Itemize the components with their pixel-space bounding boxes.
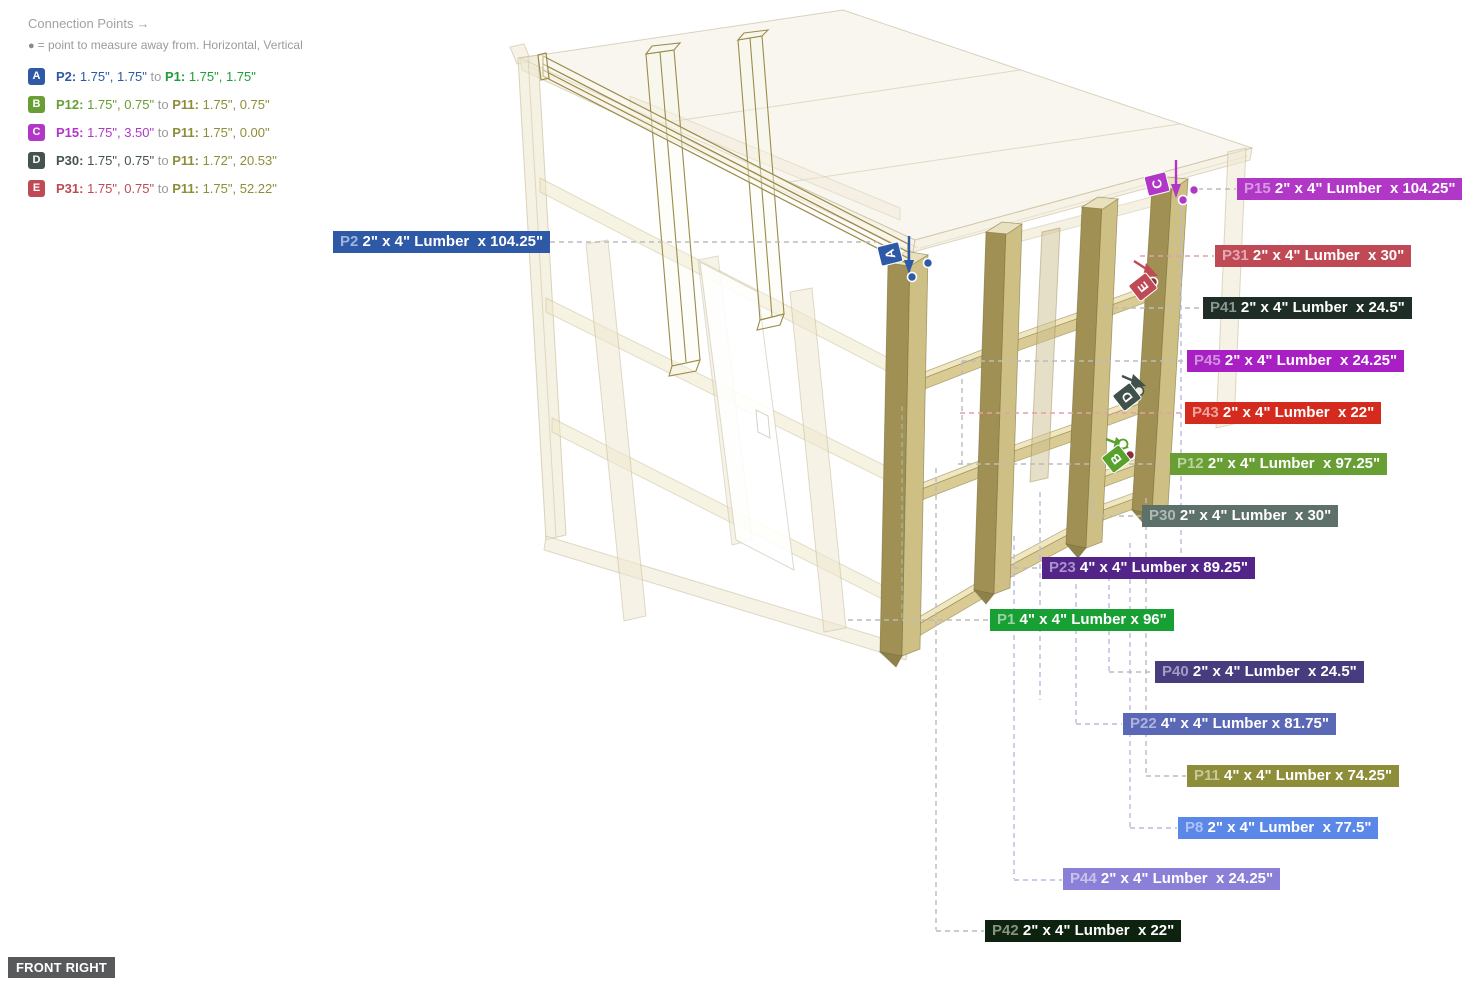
- part-spec: 2" x 4" Lumber x 97.25": [1207, 455, 1381, 472]
- part-label-P41[interactable]: P41 2" x 4" Lumber x 24.5": [1203, 297, 1412, 319]
- part-label-P44[interactable]: P44 2" x 4" Lumber x 24.25": [1063, 868, 1281, 890]
- part-spec: 4" x 4" Lumber x 96": [1019, 611, 1167, 628]
- marker-c-arrow: [1171, 160, 1200, 206]
- part-label-P1[interactable]: P1 4" x 4" Lumber x 96": [990, 609, 1174, 631]
- part-id: P40: [1162, 663, 1193, 680]
- part-label-P40[interactable]: P40 2" x 4" Lumber x 24.5": [1155, 661, 1364, 683]
- legend-title: Connection Points→: [28, 16, 150, 31]
- part-id: P42: [992, 922, 1023, 939]
- part-id: P41: [1210, 299, 1241, 316]
- part-spec: 4" x 4" Lumber x 74.25": [1224, 767, 1393, 784]
- part-id: P11: [1194, 767, 1225, 784]
- part-id: P23: [1049, 559, 1080, 576]
- connection-marker-A[interactable]: A: [876, 241, 904, 267]
- part-spec: 2" x 4" Lumber x 30": [1252, 247, 1405, 264]
- part-id: P12: [1177, 455, 1208, 472]
- part-spec: 2" x 4" Lumber x 30": [1179, 507, 1332, 524]
- part-id: P22: [1130, 715, 1161, 732]
- part-spec: 2" x 4" Lumber x 24.25": [1224, 352, 1398, 369]
- part-label-P2[interactable]: P2 2" x 4" Lumber x 104.25": [333, 231, 551, 253]
- part-spec: 2" x 4" Lumber x 22": [1022, 922, 1175, 939]
- part-id: P44: [1070, 870, 1101, 887]
- part-spec: 4" x 4" Lumber x 81.75": [1160, 715, 1329, 732]
- part-id: P15: [1244, 180, 1275, 197]
- part-id: P43: [1192, 404, 1223, 421]
- part-label-P15[interactable]: P15 2" x 4" Lumber x 104.25": [1237, 178, 1463, 200]
- part-spec: 2" x 4" Lumber x 24.25": [1100, 870, 1274, 887]
- part-label-P12[interactable]: P12 2" x 4" Lumber x 97.25": [1170, 453, 1388, 475]
- part-spec: 2" x 4" Lumber x 104.25": [362, 233, 544, 250]
- part-spec: 2" x 4" Lumber x 104.25": [1274, 180, 1456, 197]
- right-arrow-icon: →: [136, 16, 150, 31]
- part-label-P30[interactable]: P30 2" x 4" Lumber x 30": [1142, 505, 1339, 527]
- legend-badge-A: A: [28, 67, 45, 85]
- wireframe-studs: [644, 29, 785, 377]
- legend-badge-E: E: [28, 179, 45, 197]
- door: [699, 261, 795, 571]
- mid-stud-ghost: [1029, 227, 1061, 483]
- legend-badge-B: B: [28, 95, 45, 113]
- legend-badge-D: D: [28, 151, 45, 169]
- view-orientation-tag: FRONT RIGHT: [8, 957, 116, 978]
- part-spec: 2" x 4" Lumber x 24.5": [1192, 663, 1357, 680]
- part-spec: 2" x 4" Lumber x 22": [1222, 404, 1375, 421]
- connection-marker-D[interactable]: D: [1112, 382, 1142, 412]
- marker-letter: A: [881, 247, 898, 260]
- part-id: P1: [997, 611, 1020, 628]
- front-wall-ghost: [517, 54, 916, 661]
- part-label-P11[interactable]: P11 4" x 4" Lumber x 74.25": [1187, 765, 1400, 787]
- part-spec: 4" x 4" Lumber x 89.25": [1079, 559, 1248, 576]
- part-id: P8: [1185, 819, 1208, 836]
- connection-marker-E[interactable]: E: [1128, 272, 1158, 302]
- part-spec: 2" x 4" Lumber x 24.5": [1240, 299, 1405, 316]
- marker-letter: C: [1148, 177, 1165, 190]
- part-label-P22[interactable]: P22 4" x 4" Lumber x 81.75": [1123, 713, 1336, 735]
- markers-layer: A C E D B: [876, 171, 1171, 474]
- connection-points-legend: Connection Points→ ●= point to measure a…: [28, 16, 303, 202]
- part-id: P31: [1222, 247, 1253, 264]
- part-id: P30: [1149, 507, 1180, 524]
- point-dot-icon: ●: [28, 40, 35, 52]
- connection-marker-B[interactable]: B: [1101, 444, 1131, 474]
- wall-posts: [878, 176, 1190, 668]
- part-id: P45: [1194, 352, 1225, 369]
- part-label-P23[interactable]: P23 4" x 4" Lumber x 89.25": [1042, 557, 1255, 579]
- part-label-P31[interactable]: P31 2" x 4" Lumber x 30": [1215, 245, 1412, 267]
- part-label-P42[interactable]: P42 2" x 4" Lumber x 22": [985, 920, 1182, 942]
- part-label-P8[interactable]: P8 2" x 4" Lumber x 77.5": [1178, 817, 1379, 839]
- part-label-P43[interactable]: P43 2" x 4" Lumber x 22": [1185, 402, 1382, 424]
- part-id: P2: [340, 233, 363, 250]
- part-spec: 2" x 4" Lumber x 77.5": [1207, 819, 1372, 836]
- legend-note: ●= point to measure away from. Horizonta…: [28, 38, 303, 52]
- part-label-P45[interactable]: P45 2" x 4" Lumber x 24.25": [1187, 350, 1405, 372]
- connection-marker-C[interactable]: C: [1143, 171, 1171, 197]
- legend-badge-C: C: [28, 123, 45, 141]
- marker-a-arrow: [904, 236, 934, 283]
